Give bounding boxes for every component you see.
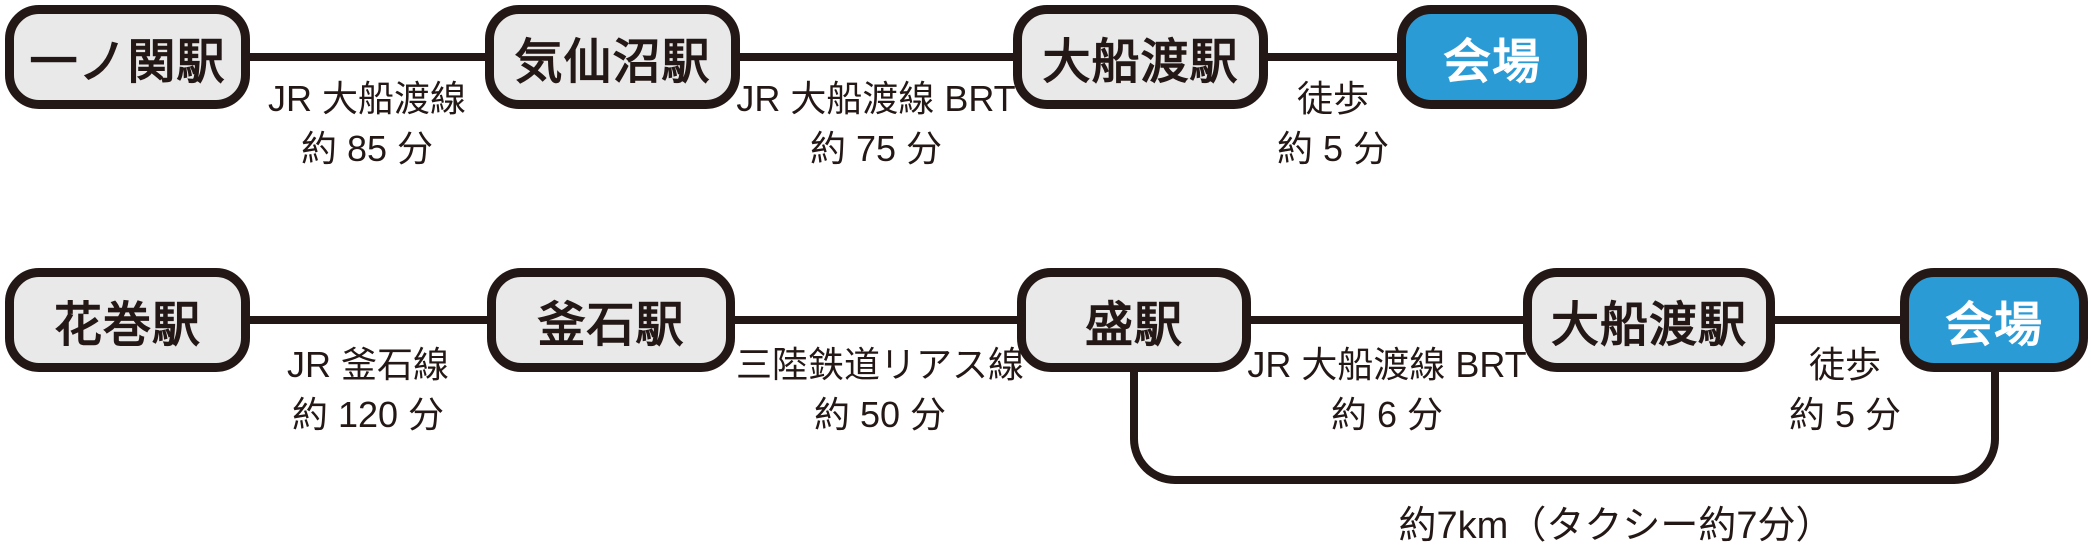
leg-duration: 約 5 分 — [1788, 394, 1902, 435]
station-node-hanamaki: 花巻駅 — [5, 268, 250, 372]
leg-duration: 約 85 分 — [300, 128, 434, 169]
station-node-ofunato-2: 大船渡駅 — [1523, 268, 1775, 372]
rail-segment-7 — [1770, 316, 1909, 324]
leg-label-walk-route2: 徒歩 約 5 分 — [1789, 340, 1901, 440]
leg-label-kamaishi-line: JR 釜石線 約 120 分 — [287, 340, 449, 440]
leg-line-name: JR 大船渡線 — [267, 78, 467, 119]
leg-line-name: 徒歩 — [1296, 78, 1369, 119]
leg-label-ofunato-brt: JR 大船渡線 BRT 約 75 分 — [736, 74, 1015, 174]
taxi-route-line — [1130, 372, 1999, 484]
leg-label-walk-route1: 徒歩 約 5 分 — [1277, 74, 1389, 174]
rail-segment-5 — [730, 316, 1022, 324]
leg-line-name: JR 大船渡線 BRT — [736, 78, 1016, 119]
leg-label-ofunato-line: JR 大船渡線 約 85 分 — [268, 74, 466, 174]
rail-segment-6 — [1246, 316, 1528, 324]
leg-label-sanriku-rias-line: 三陸鉄道リアス線 約 50 分 — [736, 340, 1024, 440]
leg-duration: 約 6 分 — [1330, 394, 1444, 435]
leg-line-name: JR 釜石線 — [286, 344, 450, 385]
station-node-ofunato: 大船渡駅 — [1013, 5, 1268, 109]
leg-line-name: 三陸鉄道リアス線 — [735, 344, 1025, 385]
station-node-sakari: 盛駅 — [1017, 268, 1251, 372]
rail-segment-1 — [245, 53, 490, 61]
rail-segment-3 — [1263, 53, 1403, 61]
rail-segment-2 — [735, 53, 1018, 61]
leg-duration: 約 5 分 — [1276, 128, 1390, 169]
rail-segment-4 — [245, 316, 492, 324]
venue-node-route1: 会場 — [1397, 5, 1587, 109]
leg-duration: 約 75 分 — [809, 128, 943, 169]
venue-node-route2: 会場 — [1900, 268, 2088, 372]
leg-duration: 約 120 分 — [291, 394, 445, 435]
station-node-ichinoseki: 一ノ関駅 — [5, 5, 250, 109]
leg-label-ofunato-brt-2: JR 大船渡線 BRT 約 6 分 — [1247, 340, 1526, 440]
leg-line-name: JR 大船渡線 BRT — [1247, 344, 1527, 385]
station-node-kamaishi: 釜石駅 — [487, 268, 735, 372]
station-node-kesennuma: 気仙沼駅 — [485, 5, 740, 109]
leg-duration: 約 50 分 — [813, 394, 947, 435]
leg-line-name: 徒歩 — [1808, 344, 1881, 385]
taxi-shortcut-label: 約7km（タクシー約7分） — [1398, 505, 1834, 547]
